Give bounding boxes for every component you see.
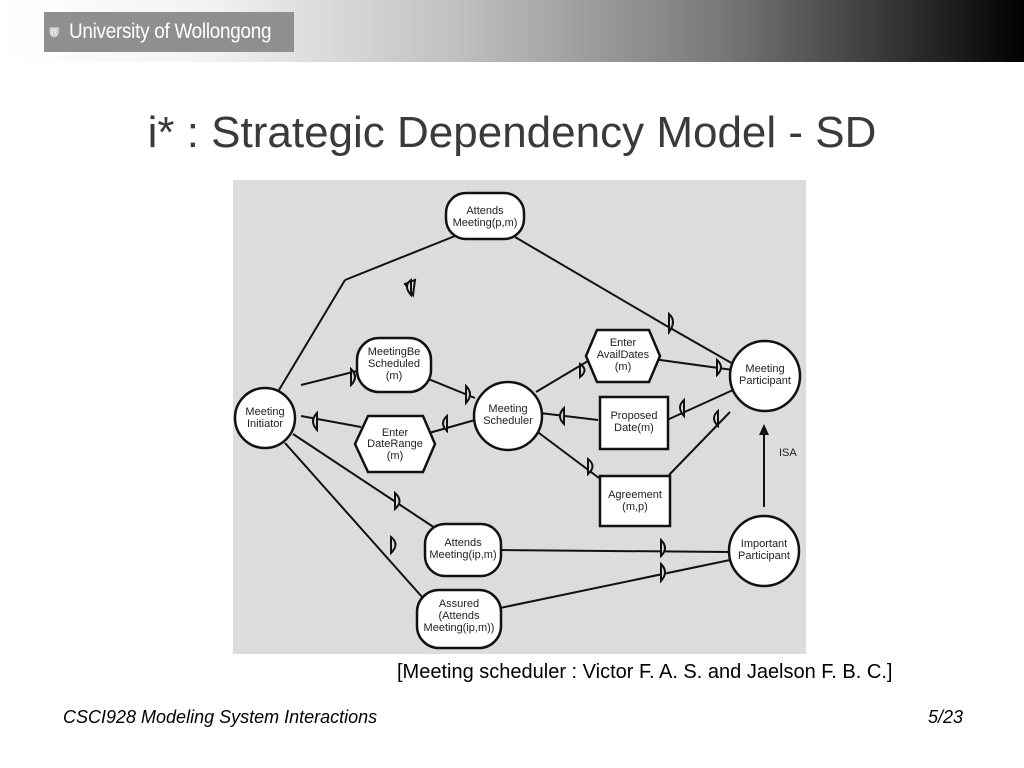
link — [539, 412, 599, 421]
goal-label: Meeting(ip,m)) — [424, 622, 495, 634]
d-marker — [394, 490, 401, 512]
d-marker — [713, 408, 719, 429]
goal-label: Meeting(ip,m) — [429, 549, 496, 561]
goal-attends-meeting-p-m[interactable]: Attends Meeting(p,m) — [444, 191, 526, 241]
link — [344, 235, 456, 281]
goal-label: Assured — [439, 598, 479, 610]
university-logo[interactable]: University of Wollongong — [44, 12, 294, 52]
isa-arrowhead — [759, 424, 769, 435]
actor-label: Initiator — [247, 418, 283, 430]
task-enter-availdates[interactable]: Enter AvailDates (m) — [584, 328, 662, 384]
link — [292, 433, 436, 529]
d-marker — [660, 537, 666, 559]
actor-label: Meeting — [245, 406, 284, 418]
actor-label: Participant — [739, 375, 791, 387]
link — [664, 324, 736, 366]
d-marker — [559, 405, 565, 427]
actor-label: Meeting — [745, 363, 784, 375]
link — [300, 415, 362, 428]
goal-assured-attends-meeting[interactable]: Assured (Attends Meeting(ip,m)) — [415, 588, 503, 650]
d-marker — [390, 534, 397, 556]
actor-meeting-initiator[interactable]: Meeting Initiator — [233, 386, 297, 450]
link — [668, 411, 731, 476]
d-marker — [660, 561, 666, 584]
task-label: AvailDates — [597, 349, 650, 361]
resource-agreement[interactable]: Agreement (m,p) — [598, 474, 672, 528]
task-label: (m) — [615, 361, 632, 373]
goal-label: MeetingBe — [368, 346, 421, 358]
link — [428, 419, 476, 434]
goal-label: Attends — [444, 537, 482, 549]
goal-label: (m) — [386, 370, 403, 382]
logo-text: University of Wollongong — [69, 20, 272, 43]
link — [535, 357, 594, 393]
link — [666, 389, 734, 421]
resource-label: (m,p) — [622, 501, 648, 513]
d-marker — [442, 413, 448, 434]
citation: [Meeting scheduler : Victor F. A. S. and… — [397, 661, 893, 683]
slide-title: i* : Strategic Dependency Model - SD — [147, 108, 877, 157]
task-enter-daterange[interactable]: Enter DateRange (m) — [353, 414, 437, 474]
task-label: (m) — [387, 450, 404, 462]
resource-label: Date(m) — [614, 422, 654, 434]
actor-meeting-participant[interactable]: Meeting Participant — [728, 339, 802, 413]
d-marker — [312, 410, 318, 433]
actor-label: Scheduler — [483, 415, 533, 427]
d-marker — [587, 456, 594, 477]
header-bar: University of Wollongong — [0, 0, 1024, 62]
goal-meeting-be-scheduled[interactable]: MeetingBe Scheduled (m) — [355, 336, 433, 394]
goal-label: Attends — [466, 205, 504, 217]
footer-course: CSCI928 Modeling System Interactions — [63, 707, 378, 727]
d-marker — [579, 362, 586, 380]
d-marker — [406, 277, 412, 298]
actor-important-participant[interactable]: Important Participant — [727, 514, 801, 588]
goal-attends-meeting-ip-m[interactable]: Attends Meeting(ip,m) — [423, 522, 503, 578]
d-marker — [668, 311, 674, 336]
d-marker — [679, 397, 685, 419]
d-marker — [716, 357, 722, 378]
link — [269, 279, 346, 406]
goal-label: Meeting(p,m) — [453, 217, 518, 229]
actor-meeting-scheduler[interactable]: Meeting Scheduler — [472, 380, 544, 452]
task-label: Enter — [382, 427, 409, 439]
d-marker — [350, 366, 356, 388]
link — [496, 549, 731, 553]
goal-label: Scheduled — [368, 358, 420, 370]
actor-label: Important — [741, 538, 787, 550]
resource-label: Proposed — [610, 410, 657, 422]
task-label: Enter — [610, 337, 637, 349]
footer-page-number: 5/23 — [927, 707, 963, 727]
crest-icon — [49, 27, 59, 38]
link — [284, 442, 424, 599]
d-marker — [465, 383, 471, 406]
diagram-canvas: Meeting Initiator Meeting Scheduler Meet… — [233, 191, 802, 650]
actor-label: Participant — [738, 550, 790, 562]
isa-label: ISA — [779, 447, 797, 459]
actor-label: Meeting — [488, 403, 527, 415]
link — [514, 236, 666, 326]
resource-proposed-date[interactable]: Proposed Date(m) — [598, 395, 670, 451]
task-label: DateRange — [367, 438, 423, 450]
resource-label: Agreement — [608, 489, 662, 501]
sd-model-diagram: Meeting Initiator Meeting Scheduler Meet… — [233, 180, 806, 654]
dependency-markers — [312, 277, 722, 584]
link — [499, 559, 731, 609]
goal-label: (Attends — [439, 610, 480, 622]
dependency-links — [269, 235, 769, 609]
